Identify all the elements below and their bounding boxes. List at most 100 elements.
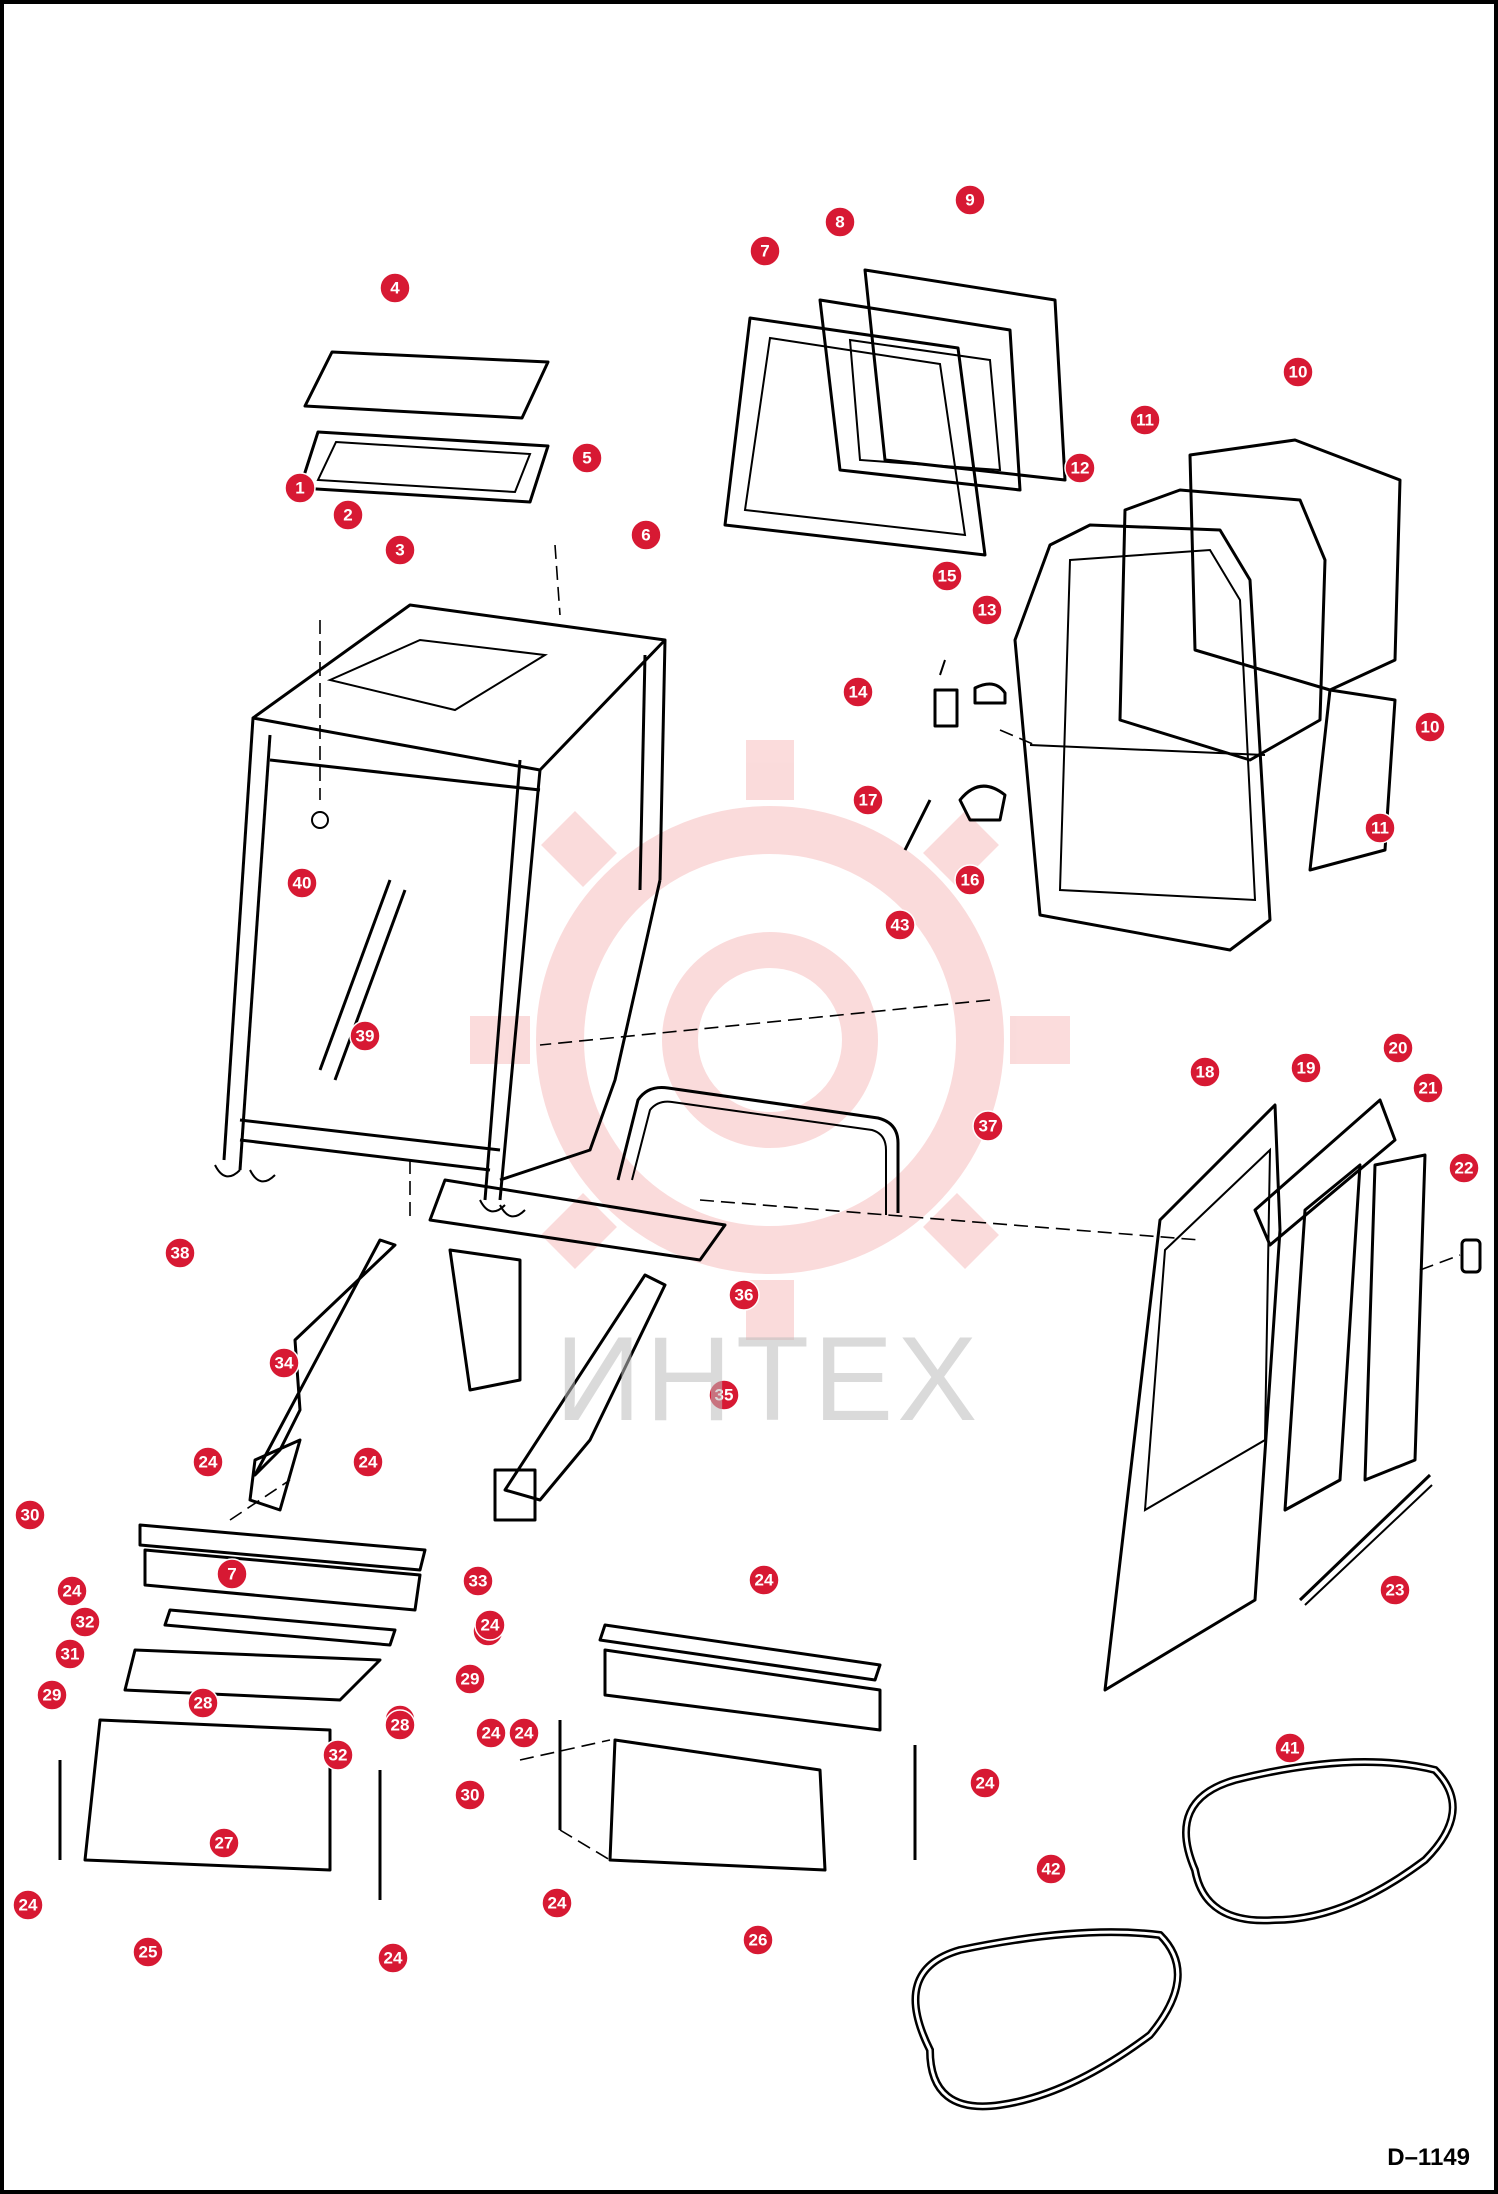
callout-11-2: 11 [1364, 812, 1396, 844]
callout-10: 10 [1282, 356, 1314, 388]
callout-label: 20 [1389, 1039, 1408, 1058]
callout-label: 24 [199, 1453, 218, 1472]
callout-24-8: 24 [541, 1887, 573, 1919]
callout-label: 36 [735, 1286, 754, 1305]
callout-label: 24 [548, 1894, 567, 1913]
callout-24-9: 24 [748, 1564, 780, 1596]
callout-7: 7 [749, 235, 781, 267]
callout-label: 11 [1136, 411, 1154, 430]
callout-label: 17 [859, 791, 878, 810]
callout-24-4: 24 [475, 1717, 507, 1749]
callout-label: 3 [395, 541, 404, 560]
callout-label: 19 [1297, 1059, 1316, 1078]
callout-label: 25 [139, 1943, 158, 1962]
callout-6: 6 [630, 519, 662, 551]
front-door-part [723, 268, 1067, 557]
callout-13: 13 [971, 594, 1003, 626]
callout-label: 12 [1071, 459, 1090, 478]
callout-label: 29 [461, 1670, 480, 1689]
roof-window-part [298, 350, 550, 504]
callout-9: 9 [954, 184, 986, 216]
callout-label: 10 [1289, 363, 1308, 382]
callout-label: 21 [1419, 1079, 1438, 1098]
callout-24-11: 24 [192, 1446, 224, 1478]
callout-31: 31 [54, 1638, 86, 1670]
callout-label: 29 [43, 1686, 62, 1705]
callout-22: 22 [1448, 1152, 1480, 1184]
callout-32-2: 32 [322, 1739, 354, 1771]
callout-label: 15 [938, 567, 957, 586]
callout-label: 33 [469, 1572, 488, 1591]
callout-30: 30 [14, 1499, 46, 1531]
callout-label: 34 [275, 1354, 294, 1373]
callout-37: 37 [972, 1110, 1004, 1142]
callout-15: 15 [931, 560, 963, 592]
callout-label: 11 [1371, 819, 1389, 838]
callout-24: 24 [352, 1446, 384, 1478]
callout-43: 43 [884, 909, 916, 941]
callout-4: 4 [379, 272, 411, 304]
callout-label: 37 [979, 1117, 998, 1136]
handle-part [616, 1086, 900, 1215]
callout-40: 40 [286, 867, 318, 899]
rear-panel-part [1103, 1098, 1482, 1692]
side-door-part [1013, 438, 1402, 952]
callout-label: 26 [749, 1931, 768, 1950]
callout-7-2: 7 [216, 1558, 248, 1590]
callout-12: 12 [1064, 452, 1096, 484]
callout-label: 24 [755, 1571, 774, 1590]
callout-label: 24 [976, 1774, 995, 1793]
callout-29: 29 [36, 1679, 68, 1711]
floorboard-part [58, 1523, 917, 1900]
callout-label: 35 [715, 1386, 734, 1405]
callout-label: 24 [63, 1582, 82, 1601]
callout-label: 38 [171, 1244, 190, 1263]
callout-label: 18 [1196, 1063, 1215, 1082]
callout-label: 23 [1386, 1581, 1405, 1600]
callout-label: 28 [194, 1694, 213, 1713]
callout-label: 32 [76, 1613, 95, 1632]
callout-label: 2 [343, 506, 352, 525]
callout-36: 36 [728, 1279, 760, 1311]
callout-label: 41 [1281, 1739, 1300, 1758]
callout-34: 34 [268, 1347, 300, 1379]
callout-label: 22 [1455, 1159, 1474, 1178]
callout-24-10: 24 [508, 1717, 540, 1749]
callout-24-12: 24 [474, 1609, 506, 1641]
callout-label: 7 [760, 242, 769, 261]
callout-3: 3 [384, 534, 416, 566]
callout-24-5: 24 [969, 1767, 1001, 1799]
floor-plate-part [248, 1178, 727, 1522]
callout-21: 21 [1412, 1072, 1444, 1104]
callout-label: 13 [978, 601, 997, 620]
callout-label: 6 [641, 526, 650, 545]
callout-39: 39 [349, 1020, 381, 1052]
callout-28-3: 28 [187, 1687, 219, 1719]
callout-30-2: 30 [454, 1779, 486, 1811]
callout-33: 33 [462, 1565, 494, 1597]
cab-frame-part [214, 603, 667, 1218]
callout-label: 32 [329, 1746, 348, 1765]
callout-label: 7 [227, 1565, 236, 1584]
callout-label: 24 [19, 1896, 38, 1915]
callout-38: 38 [164, 1237, 196, 1269]
callout-label: 24 [481, 1616, 500, 1635]
callout-5: 5 [571, 442, 603, 474]
assembly-lines [229, 544, 1461, 1861]
callout-42: 42 [1035, 1853, 1067, 1885]
callout-label: 14 [849, 683, 868, 702]
callout-label: 42 [1042, 1860, 1061, 1879]
callout-label: 28 [391, 1716, 410, 1735]
callout-label: 24 [482, 1724, 501, 1743]
callout-1: 1 [284, 472, 316, 504]
callout-27: 27 [208, 1827, 240, 1859]
callout-17: 17 [852, 784, 884, 816]
drawing-id: D–1149 [1387, 2144, 1470, 2171]
callout-label: 5 [582, 449, 591, 468]
callout-8: 8 [824, 206, 856, 238]
callout-11: 11 [1129, 404, 1161, 436]
callout-label: 27 [215, 1834, 234, 1853]
callout-label: 40 [293, 874, 312, 893]
callout-label: 8 [835, 213, 844, 232]
